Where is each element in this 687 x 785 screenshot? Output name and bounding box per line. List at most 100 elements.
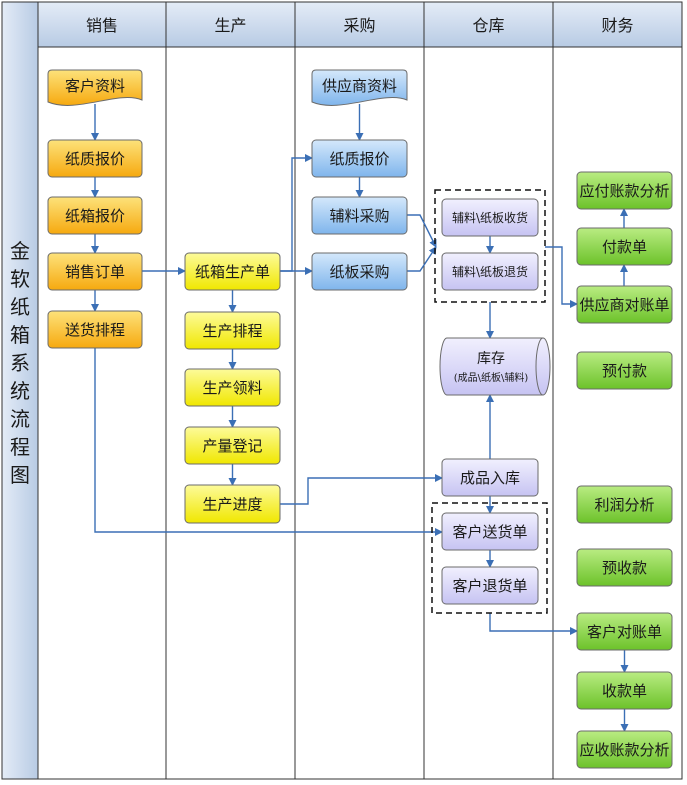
node-shape [47,310,143,349]
node-advance-receipt[interactable]: 预收款 [576,548,673,587]
node-shape [184,368,281,407]
node-label: 供应商对账单 [579,296,669,314]
node-receivables-analysis[interactable]: 应收账款分析 [576,730,673,769]
node-profit-analysis[interactable]: 利润分析 [576,485,673,524]
node-finished-goods-in[interactable]: 成品入库 [441,458,539,497]
lane-header-production: 生产 [214,16,246,35]
node-label: 库存 [477,351,505,367]
node-shape [311,252,408,291]
edge-production_progress-to-finished_goods_in [280,474,443,505]
node-box-production-order[interactable]: 纸箱生产单 [184,252,281,291]
node-shape [576,285,673,324]
node-shape [576,351,673,390]
node-shape [311,196,408,235]
diagram-title: 金软纸箱系统流程图 [10,239,30,487]
node-shape [47,139,143,178]
node-label: 纸质报价 [329,150,389,168]
lane-header-purchase: 采购 [343,16,375,35]
node-shape [184,311,281,350]
node-label: 成品入库 [460,469,520,487]
lane-header-warehouse: 仓库 [472,16,504,35]
node-output-register[interactable]: 产量登记 [184,426,281,465]
node-board-purchase[interactable]: 纸板采购 [311,252,408,291]
node-label: 供应商资料 [322,77,397,95]
node-label: 收款单 [602,682,647,700]
node-label: 辅料采购 [329,207,389,225]
node-delivery-schedule[interactable]: 送货排程 [47,310,143,349]
edge-board_purchase-to-aux_board_receive [407,246,437,272]
node-customer-info[interactable]: 客户资料 [47,69,143,106]
node-payment[interactable]: 付款单 [576,227,673,266]
node-label: 纸箱报价 [65,207,125,225]
node-shape [184,484,281,524]
node-label: 预付款 [602,362,647,380]
node-label: 客户资料 [65,77,125,95]
node-shape [576,485,673,524]
node-sales-order[interactable]: 销售订单 [47,252,143,291]
node-label: 生产领料 [202,379,262,397]
lane-labels: 销售 生产 采购 仓库 财务 [86,16,634,35]
node-label: 付款单 [602,238,647,256]
node-label: 应付账款分析 [579,182,669,200]
node-shape [576,730,673,769]
node-shape [576,171,673,210]
node-customer-delivery[interactable]: 客户送货单 [441,512,539,551]
node-supplier-statement[interactable]: 供应商对账单 [576,285,673,324]
node-shape [311,69,408,106]
node-paper-quote-sales[interactable]: 纸质报价 [47,139,143,178]
node-aux-board-return[interactable]: 辅料\纸板退货 [441,252,539,291]
node-shape [47,252,143,291]
node-payables-analysis[interactable]: 应付账款分析 [576,171,673,210]
node-shape [441,198,539,237]
node-production-schedule[interactable]: 生产排程 [184,311,281,350]
node-shape [576,548,673,587]
node-label: 生产排程 [202,322,262,340]
delivery-return-group [431,502,548,614]
edge-aux_purchase-to-aux_board_receive [407,214,437,248]
node-customer-statement[interactable]: 客户对账单 [576,612,673,651]
node-shape [576,612,673,651]
node-label: 纸箱生产单 [195,263,270,281]
node-supplier-info[interactable]: 供应商资料 [311,69,408,106]
node-label: 应收账款分析 [579,741,669,759]
node-label: 利润分析 [594,496,654,514]
node-shape [576,671,673,710]
node-label: 客户退货单 [452,577,527,595]
edge-customer_return-to-customer_statement [489,613,578,635]
node-aux-purchase[interactable]: 辅料采购 [311,196,408,235]
edges [91,104,629,732]
node-receipt[interactable]: 收款单 [576,671,673,710]
node-label: 辅料\纸板退货 [452,264,528,279]
lane-header-sales: 销售 [86,16,118,35]
node-shape [311,139,408,178]
node-shape [441,458,539,497]
node-label: 预收款 [602,559,647,577]
lane-header-band [37,1,683,48]
node-prepayment[interactable]: 预付款 [576,351,673,390]
lane-header-finance: 财务 [601,16,633,35]
node-shape [184,426,281,465]
node-label: 纸板采购 [329,263,389,281]
node-shape [47,69,143,106]
node-customer-return[interactable]: 客户退货单 [441,566,539,605]
node-box-quote[interactable]: 纸箱报价 [47,196,143,235]
node-production-progress[interactable]: 生产进度 [184,484,281,524]
node-shape [441,512,539,551]
node-shape [441,566,539,605]
storage-edge [535,337,544,396]
node-shape [441,252,539,291]
node-paper-quote-purchase[interactable]: 纸质报价 [311,139,408,178]
edge-aux_board_receive-to-supplier_statement [545,246,578,308]
node-label: 客户对账单 [587,623,662,641]
node-label: 送货排程 [65,321,125,339]
diagram-title-text: 金软纸箱系统流程图 [10,239,30,487]
node-production-material[interactable]: 生产领料 [184,368,281,407]
node-aux-board-receive[interactable]: 辅料\纸板收货 [441,198,539,237]
receive-return-group [434,189,546,303]
node-label: 辅料\纸板收货 [452,210,528,225]
node-inventory[interactable]: 库存(成品\纸板\辅料) [439,337,551,396]
